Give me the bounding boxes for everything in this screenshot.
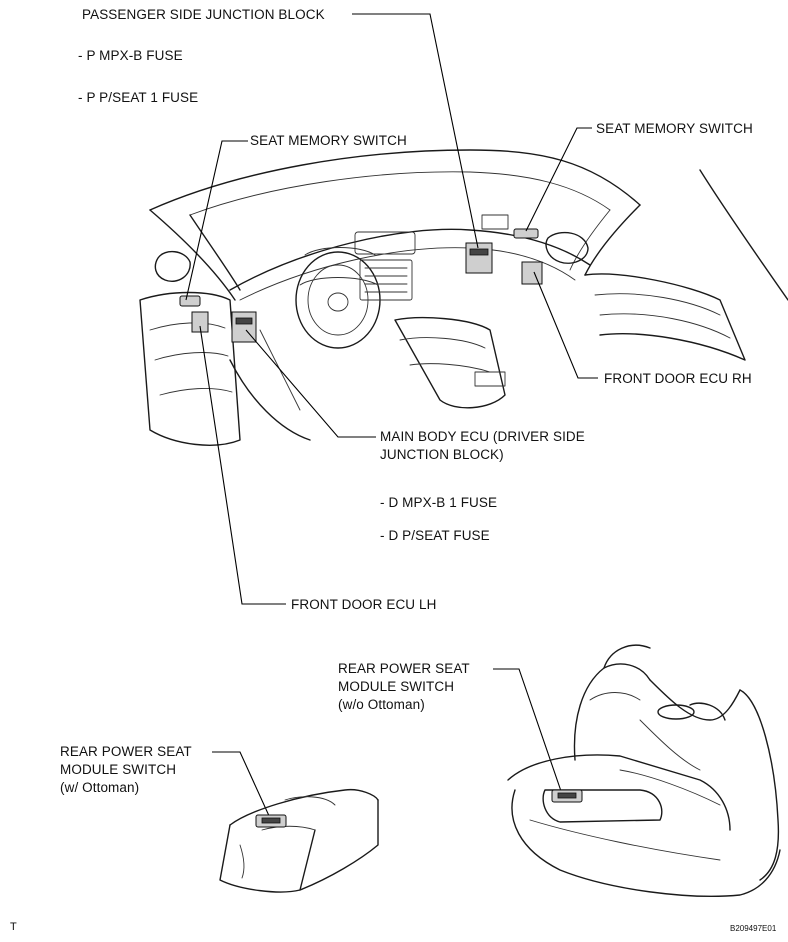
leader-lines bbox=[185, 13, 598, 819]
right-seat-memory-switch-shape bbox=[513, 228, 539, 239]
right-door-ecu-shape bbox=[521, 261, 543, 285]
p-seat-fuse-label: - P P/SEAT 1 FUSE bbox=[78, 90, 199, 105]
passenger-junction-block-shape bbox=[465, 242, 493, 274]
d-seat-fuse-label: - D P/SEAT FUSE bbox=[380, 528, 490, 543]
rear-switch-w-ottoman-label-line3: (w/ Ottoman) bbox=[60, 780, 140, 795]
seat-memory-switch-left-label: SEAT MEMORY SWITCH bbox=[250, 133, 407, 148]
front-door-ecu-lh-label: FRONT DOOR ECU LH bbox=[291, 597, 437, 612]
footer-left-mark: T bbox=[10, 921, 17, 933]
passenger-junction-block-label: PASSENGER SIDE JUNCTION BLOCK bbox=[82, 7, 325, 22]
rear-armrest-drawing bbox=[219, 788, 379, 893]
front-door-ecu-rh-label: FRONT DOOR ECU RH bbox=[604, 371, 752, 386]
main-body-ecu-label-line2: JUNCTION BLOCK) bbox=[380, 447, 504, 462]
front-interior-drawing bbox=[139, 149, 788, 446]
rear-seat-drawing bbox=[507, 644, 781, 897]
d-mpx-fuse-label: - D MPX-B 1 FUSE bbox=[380, 495, 498, 510]
rear-switch-w-ottoman-label-line1: REAR POWER SEAT bbox=[60, 744, 192, 759]
rear-switch-wo-ottoman-label-line3: (w/o Ottoman) bbox=[338, 697, 425, 712]
rear-switch-w-ottoman-label-line2: MODULE SWITCH bbox=[60, 762, 177, 777]
left-door-ecu-shape bbox=[191, 311, 209, 333]
p-mpx-fuse-label: - P MPX-B FUSE bbox=[78, 48, 183, 63]
seat-memory-switch-right-label: SEAT MEMORY SWITCH bbox=[596, 121, 753, 136]
main-body-ecu-label-line1: MAIN BODY ECU (DRIVER SIDE bbox=[380, 429, 585, 444]
rear-switch-wo-ottoman-label-line1: REAR POWER SEAT bbox=[338, 661, 470, 676]
figure-code: B209497E01 bbox=[730, 924, 777, 933]
left-seat-memory-switch-shape bbox=[179, 295, 201, 307]
rear-switch-wo-ottoman-label-line2: MODULE SWITCH bbox=[338, 679, 455, 694]
